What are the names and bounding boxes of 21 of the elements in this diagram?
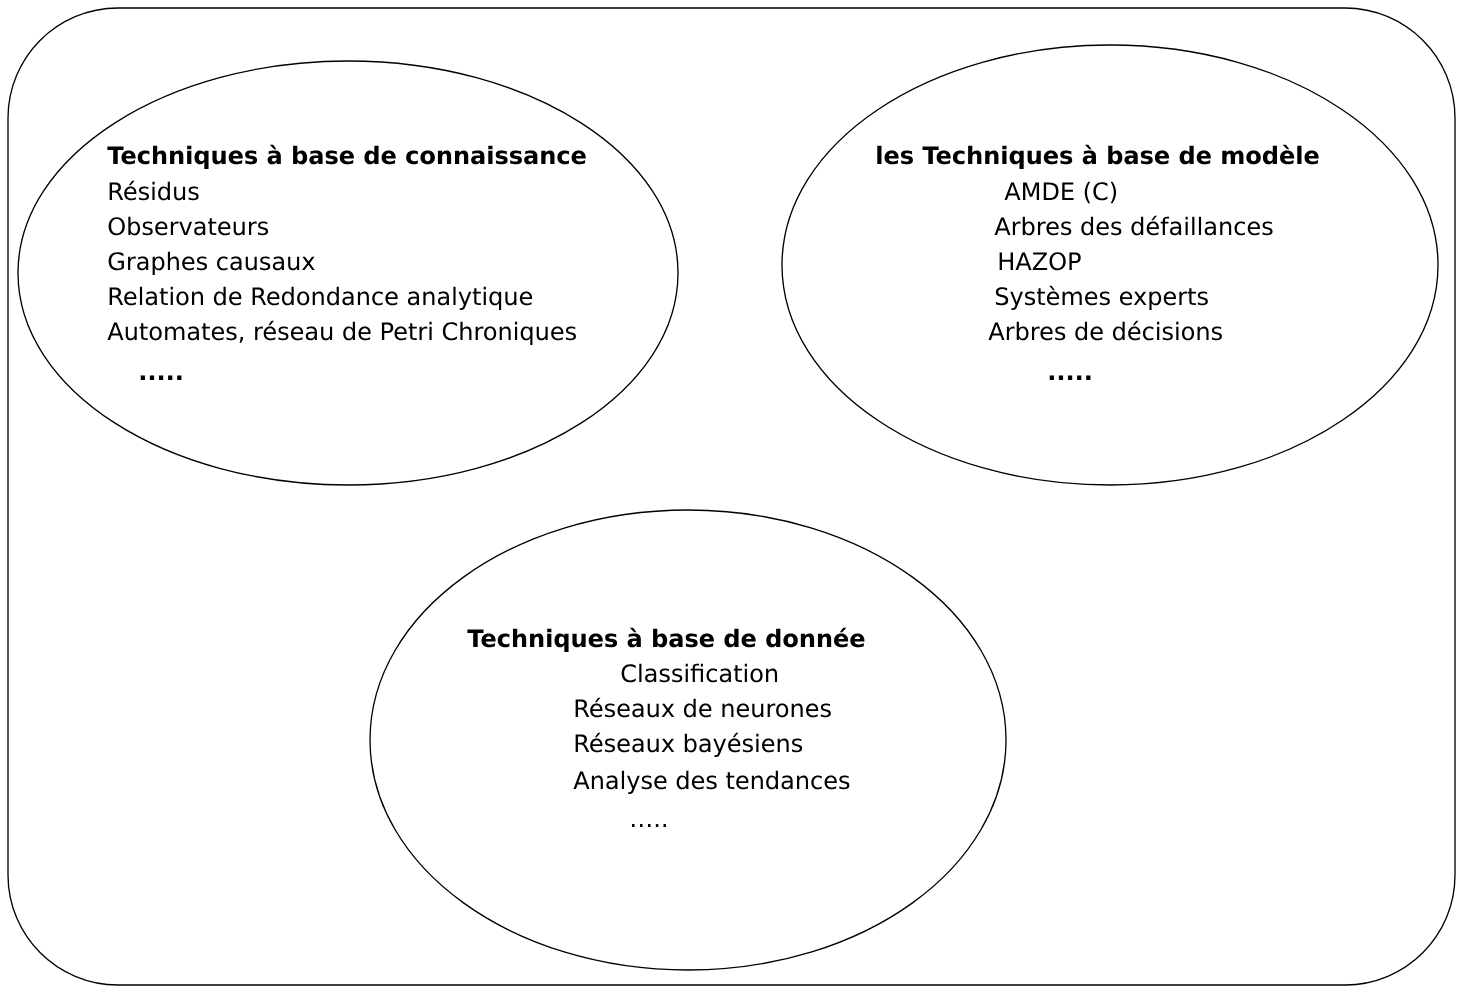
- list-item: Observateurs: [108, 216, 269, 236]
- rounded-frame: [7, 7, 1456, 986]
- list-item: Systèmes experts: [995, 285, 1208, 310]
- heading: les Techniques à base de modèle: [877, 144, 1319, 169]
- list-item: HAZOP: [999, 252, 1081, 271]
- list-item: Graphes causaux: [108, 251, 315, 275]
- list-item: AMDE (C): [1004, 181, 1117, 204]
- ellipsis: .....: [1049, 375, 1091, 380]
- ellipsis: .....: [140, 375, 182, 380]
- ellipsis: …..: [632, 824, 666, 827]
- list-item: Classification: [621, 663, 778, 683]
- list-item: Arbres des défaillances: [994, 215, 1273, 236]
- list-item: Automates, réseau de Petri Chroniques: [107, 320, 576, 345]
- list-item: Relation de Redondance analytique: [109, 286, 533, 310]
- list-item: Arbres de décisions: [988, 320, 1222, 341]
- list-item: Analyse des tendances: [573, 770, 850, 794]
- heading: Techniques à base de connaissance: [107, 144, 586, 169]
- list-item: Réseaux bayésiens: [575, 732, 803, 757]
- heading: Techniques à base de donnée: [467, 627, 865, 652]
- list-item: Réseaux de neurones: [575, 697, 831, 718]
- list-item: Résidus: [109, 180, 199, 201]
